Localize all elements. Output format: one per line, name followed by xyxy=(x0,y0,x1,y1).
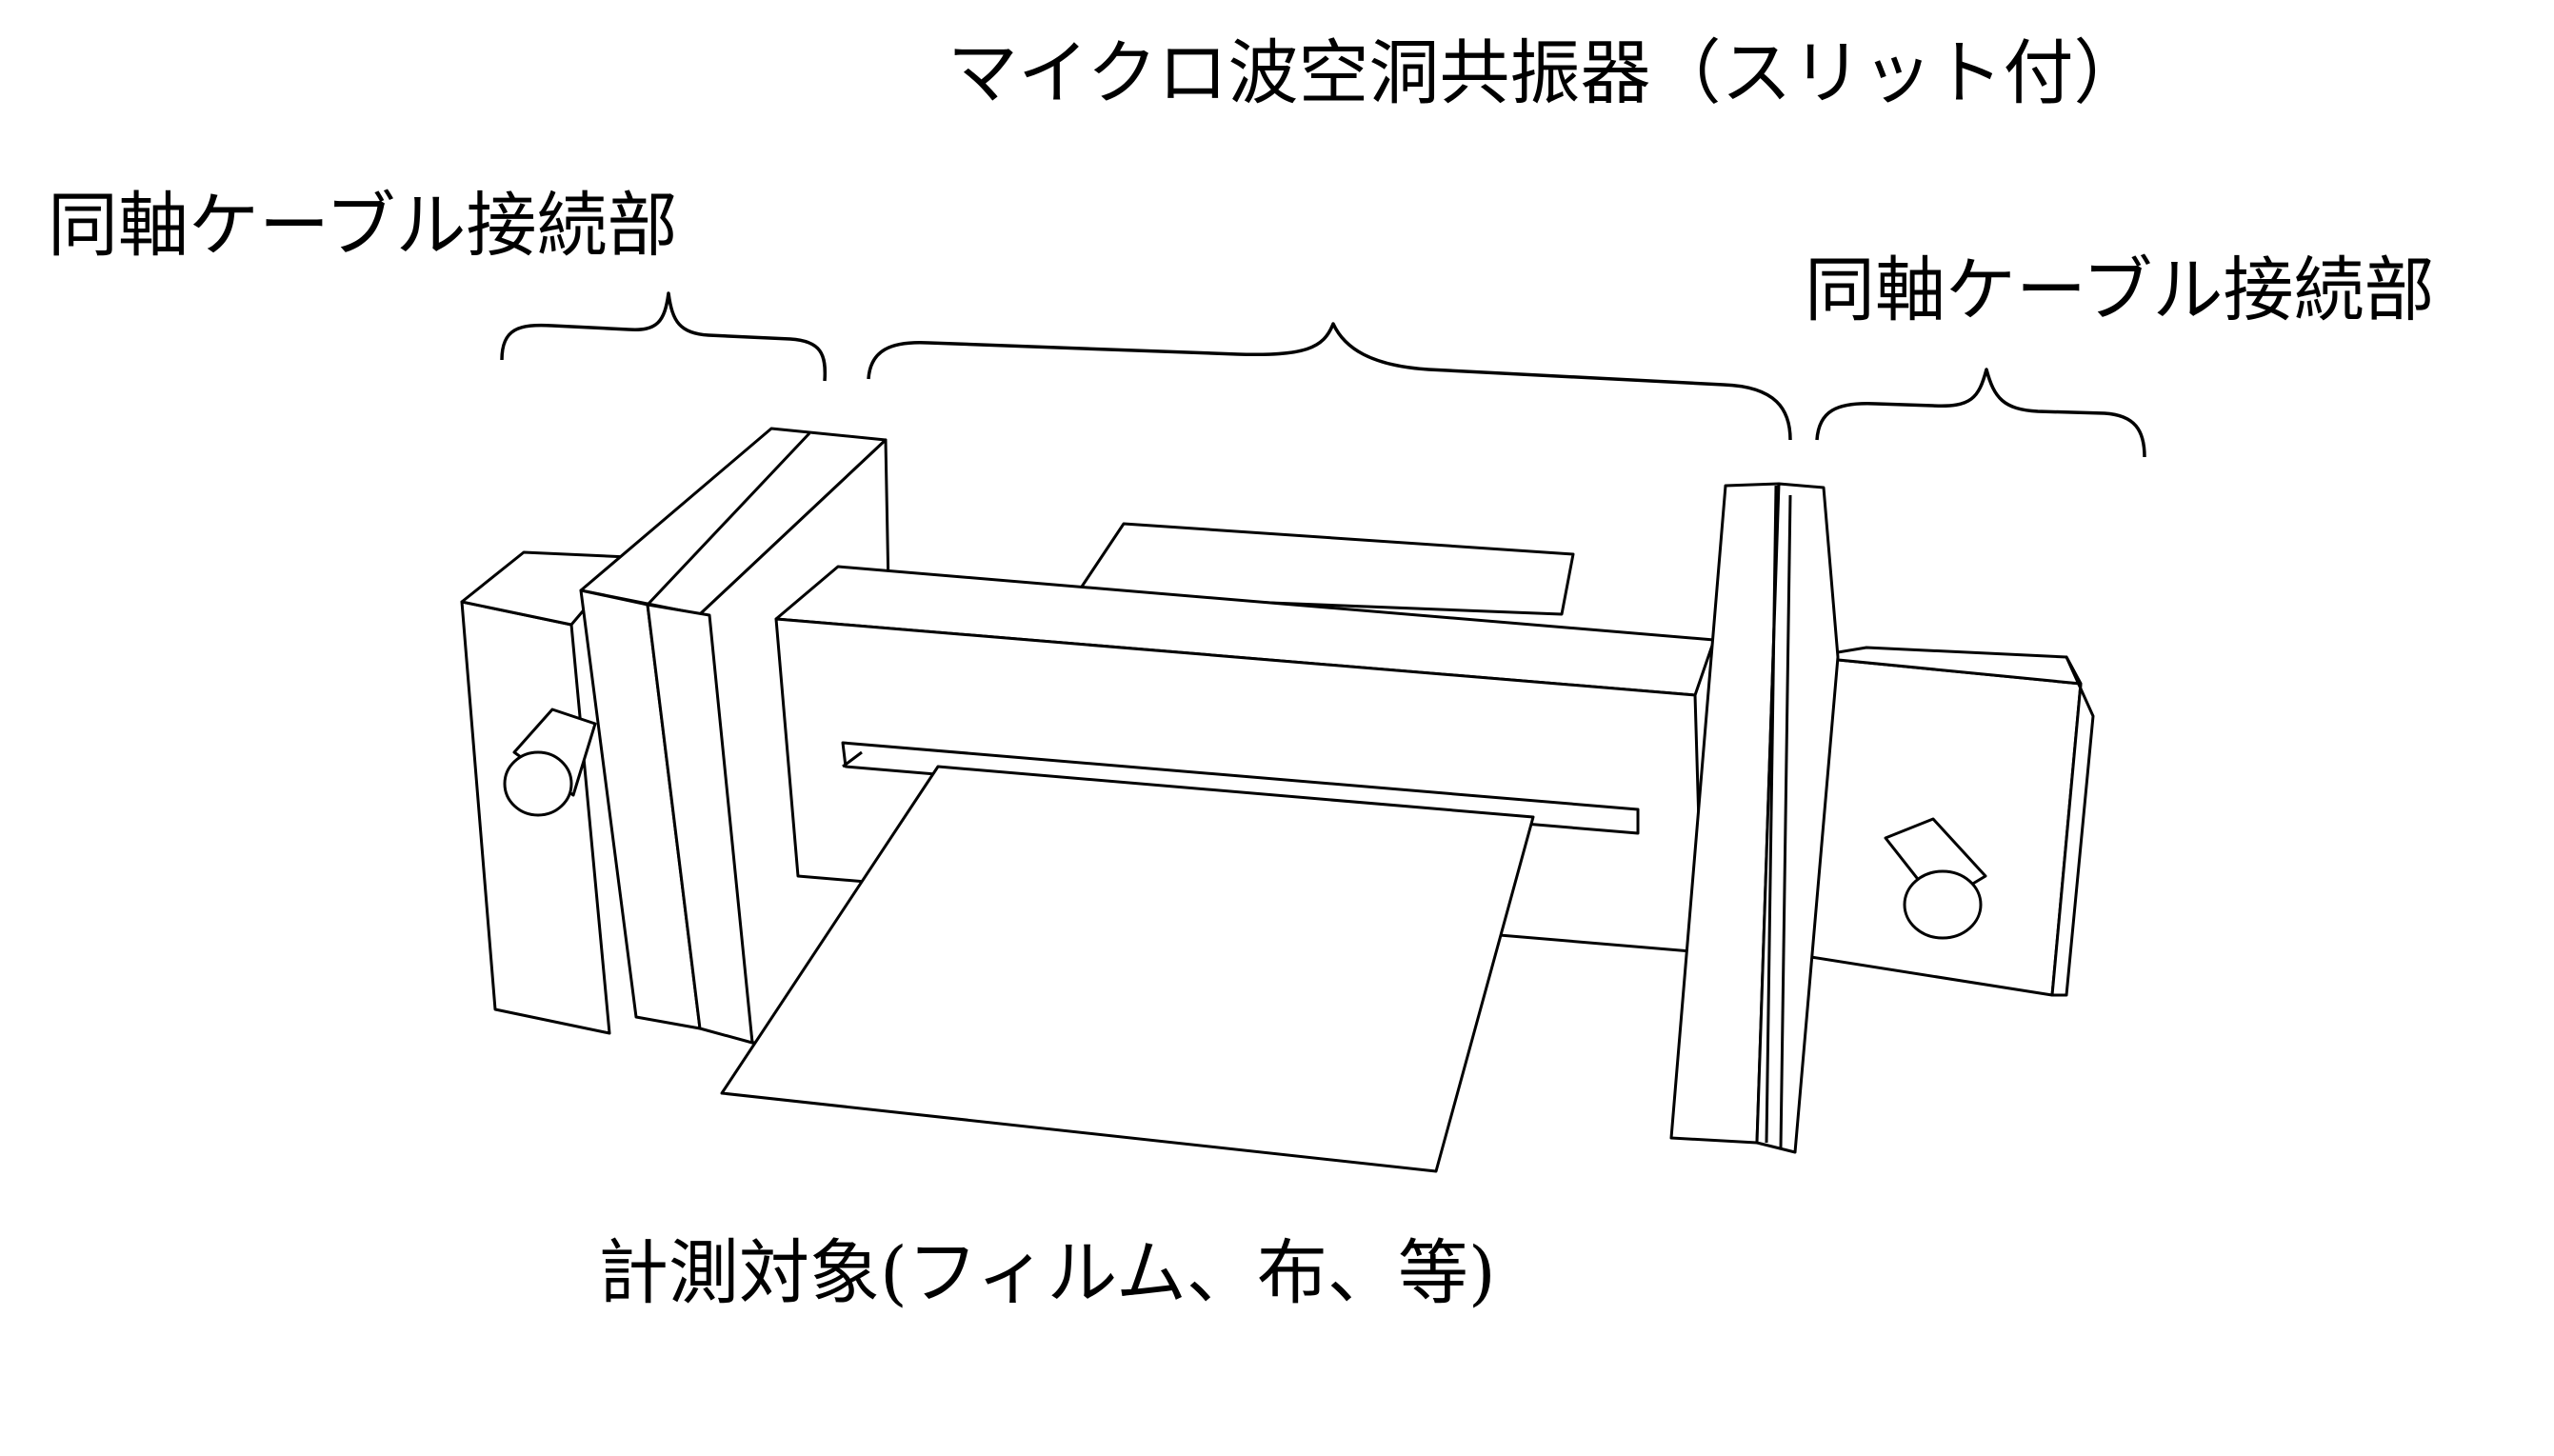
right-flange-side xyxy=(1757,484,1838,1152)
sample-label: 計測対象(フィルム、布、等) xyxy=(598,1232,1496,1314)
left-flange-plate-b xyxy=(648,605,752,1043)
left-coax-connector-face xyxy=(505,752,571,815)
brace-right xyxy=(1817,369,2145,457)
brace-center xyxy=(868,324,1790,440)
right-coax-block-side xyxy=(2052,657,2093,995)
coax-connector-right-label: 同軸ケーブル接続部 xyxy=(1805,249,2435,331)
right-flange xyxy=(1671,484,1838,1152)
resonator-label: マイクロ波空洞共振器（スリット付） xyxy=(948,32,2145,114)
left-coax-block-front xyxy=(462,602,609,1033)
brace-left xyxy=(502,293,825,381)
right-coax-connector-face xyxy=(1905,871,1981,938)
sample-sheet-back xyxy=(1076,524,1573,614)
coax-connector-left-label: 同軸ケーブル接続部 xyxy=(48,185,678,267)
sample-sheet-front xyxy=(722,767,1533,1171)
braces xyxy=(502,293,2145,457)
right-coax-block xyxy=(1781,648,2093,995)
left-coax-block xyxy=(462,552,629,1033)
